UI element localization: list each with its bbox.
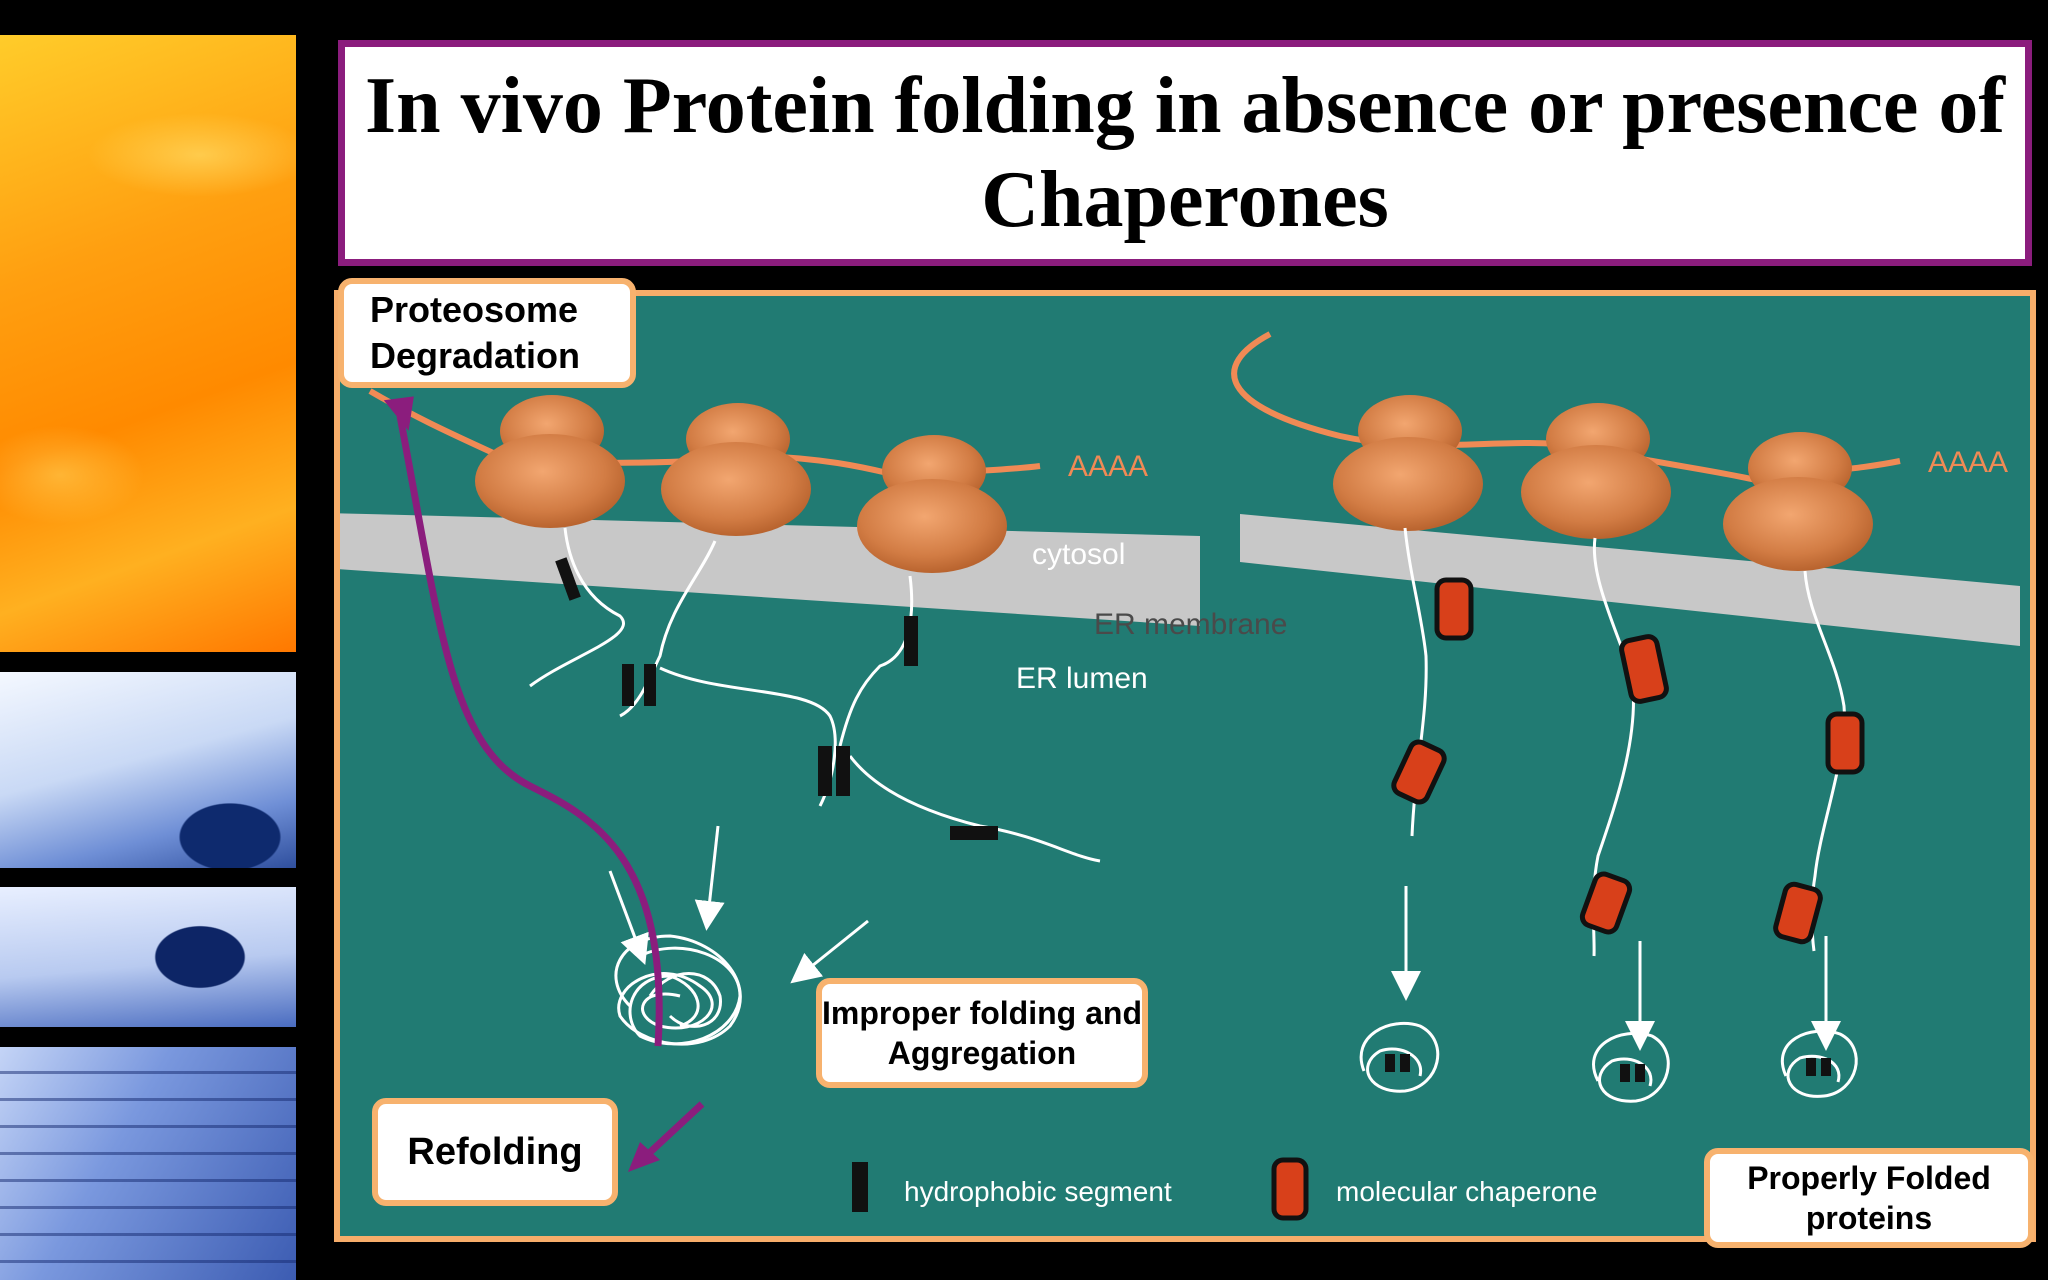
nascent-chains-unassisted [529,527,1101,863]
aaaa-left-label: AAAA [1068,450,1148,483]
legend-chaperone-label: molecular chaperone [1336,1176,1598,1207]
refolding-arrow [643,1101,705,1159]
protein-aggregate [614,934,742,1046]
er-membrane-right [1240,514,2020,646]
ribosome-1 [475,395,625,528]
decorative-photo-syringe [0,1047,296,1280]
er-membrane-label: ER membrane [1094,608,1287,641]
refolding-arrowhead [628,1142,660,1172]
degradation-arrow [396,415,663,1047]
decorative-photo-orange [0,35,296,652]
er-lumen-label: ER lumen [1016,662,1148,695]
ribosome-3 [857,435,1007,573]
refolding-callout: Refolding [372,1098,618,1206]
decorative-photo-stethoscope-detail [0,887,296,1027]
ribosome-6 [1723,432,1873,571]
decorative-photo-stethoscope [0,672,296,868]
aggregation-arrows [608,825,869,984]
ribosome-5 [1521,403,1671,539]
ribosome-4 [1333,395,1483,531]
degradation-arrowhead [383,396,414,431]
molecular-chaperones [1391,577,1865,945]
cytosol-label: cytosol [1032,538,1125,571]
diagram-panel: AAAA AAAA cytosol ER membrane ER lumen [334,290,2036,1242]
ribosome-2 [661,403,811,536]
proteosome-degradation-callout: Proteosome Degradation [338,278,636,388]
legend-hydrophobic-label: hydrophobic segment [904,1176,1172,1207]
folding-arrows [1391,886,1841,1051]
folded-proteins [1359,1021,1858,1103]
aaaa-right-label: AAAA [1928,446,2008,479]
properly-folded-callout: Properly Folded proteins [1704,1148,2034,1248]
slide-title: In vivo Protein folding in absence or pr… [338,40,2032,266]
legend-hydrophobic-swatch [852,1162,868,1212]
folded-protein-cores [1385,1054,1831,1082]
improper-folding-callout: Improper folding and Aggregation [816,978,1148,1088]
legend-chaperone-swatch [1271,1157,1309,1221]
hydrophobic-segments-left [555,557,998,840]
